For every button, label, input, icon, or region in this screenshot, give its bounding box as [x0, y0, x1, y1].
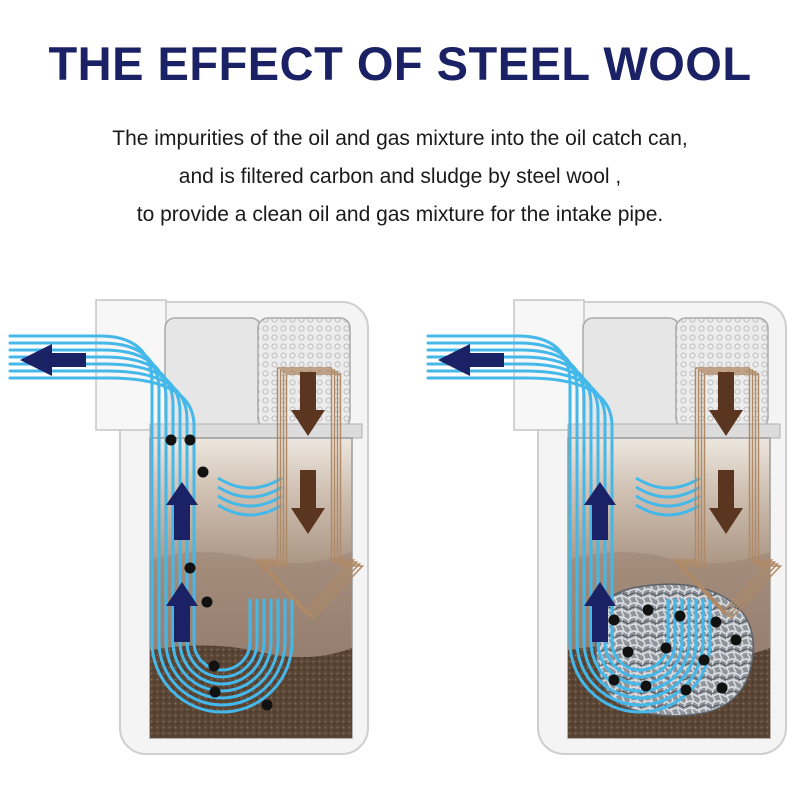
carbon-particle	[608, 674, 620, 686]
carbon-particle	[184, 434, 196, 446]
carbon-particle	[608, 614, 620, 626]
carbon-particle	[622, 646, 634, 658]
gas-flow-line	[426, 355, 691, 693]
gas-swirl-line	[635, 494, 701, 508]
head-seal	[149, 423, 363, 439]
oil-down-arrow-lower	[291, 470, 325, 534]
oil-flow-outline	[671, 367, 774, 614]
gas-flow-line	[8, 376, 252, 672]
carbon-particle	[201, 596, 213, 608]
catch-can-diagram-without-steel-wool	[8, 299, 369, 755]
oil-flow-outline	[256, 369, 359, 616]
gas-flow-line	[8, 369, 259, 679]
carbon-particle	[165, 434, 177, 446]
gas-swirl-line	[217, 494, 283, 508]
carbon-particle	[710, 616, 722, 628]
carbon-particle	[730, 634, 742, 646]
up-arrow-upper	[166, 482, 198, 540]
oil-flow-outline	[677, 371, 780, 618]
gas-swirl-line	[635, 485, 701, 499]
description-line-1: The impurities of the oil and gas mixtur…	[112, 127, 688, 150]
gas-swirl-line	[217, 485, 283, 499]
head-seal	[567, 423, 781, 439]
gas-flow-line	[8, 362, 266, 686]
carbon-particle	[680, 684, 692, 696]
oil-flow-outline	[253, 367, 356, 614]
description: The impurities of the oil and gas mixtur…	[0, 120, 800, 234]
gas-swirl-line	[217, 476, 283, 490]
carbon-particle	[261, 699, 273, 711]
up-arrow-upper	[584, 482, 616, 540]
gas-flow-line	[8, 348, 280, 700]
page-title: THE EFFECT OF STEEL WOOL	[48, 37, 752, 90]
oil-flow-outline	[680, 373, 783, 620]
description-line-2: and is filtered carbon and sludge by ste…	[178, 165, 622, 188]
up-arrow-lower	[166, 582, 198, 642]
oil-flow-outline	[262, 373, 365, 620]
outlet-arrow	[20, 344, 86, 376]
gas-swirl-line	[217, 503, 283, 517]
gas-flow-line	[426, 369, 677, 679]
gas-swirl-line	[635, 503, 701, 517]
carbon-particle	[197, 466, 209, 478]
catch-can-diagram-with-steel-wool	[426, 299, 787, 755]
gas-swirl-line	[635, 476, 701, 490]
carbon-particle	[640, 680, 652, 692]
oil-flow-outline	[259, 371, 362, 618]
carbon-particle	[716, 682, 728, 694]
outlet-arrow	[438, 344, 504, 376]
gas-flow-line	[8, 355, 273, 693]
up-arrow-lower	[584, 582, 616, 642]
carbon-particle	[660, 642, 672, 654]
oil-down-arrow-upper	[291, 372, 325, 436]
oil-down-arrow-upper	[709, 372, 743, 436]
carbon-particle	[698, 654, 710, 666]
gas-flow-line	[426, 376, 670, 672]
gas-flow-line	[426, 362, 684, 686]
description-line-3: to provide a clean oil and gas mixture f…	[136, 203, 664, 226]
carbon-particle	[208, 660, 220, 672]
carbon-particle	[209, 686, 221, 698]
carbon-particle	[184, 562, 196, 574]
carbon-particle	[642, 604, 654, 616]
oil-down-arrow-lower	[709, 470, 743, 534]
carbon-particle	[674, 610, 686, 622]
gas-flow-line	[426, 348, 698, 700]
oil-flow-outline	[674, 369, 777, 616]
